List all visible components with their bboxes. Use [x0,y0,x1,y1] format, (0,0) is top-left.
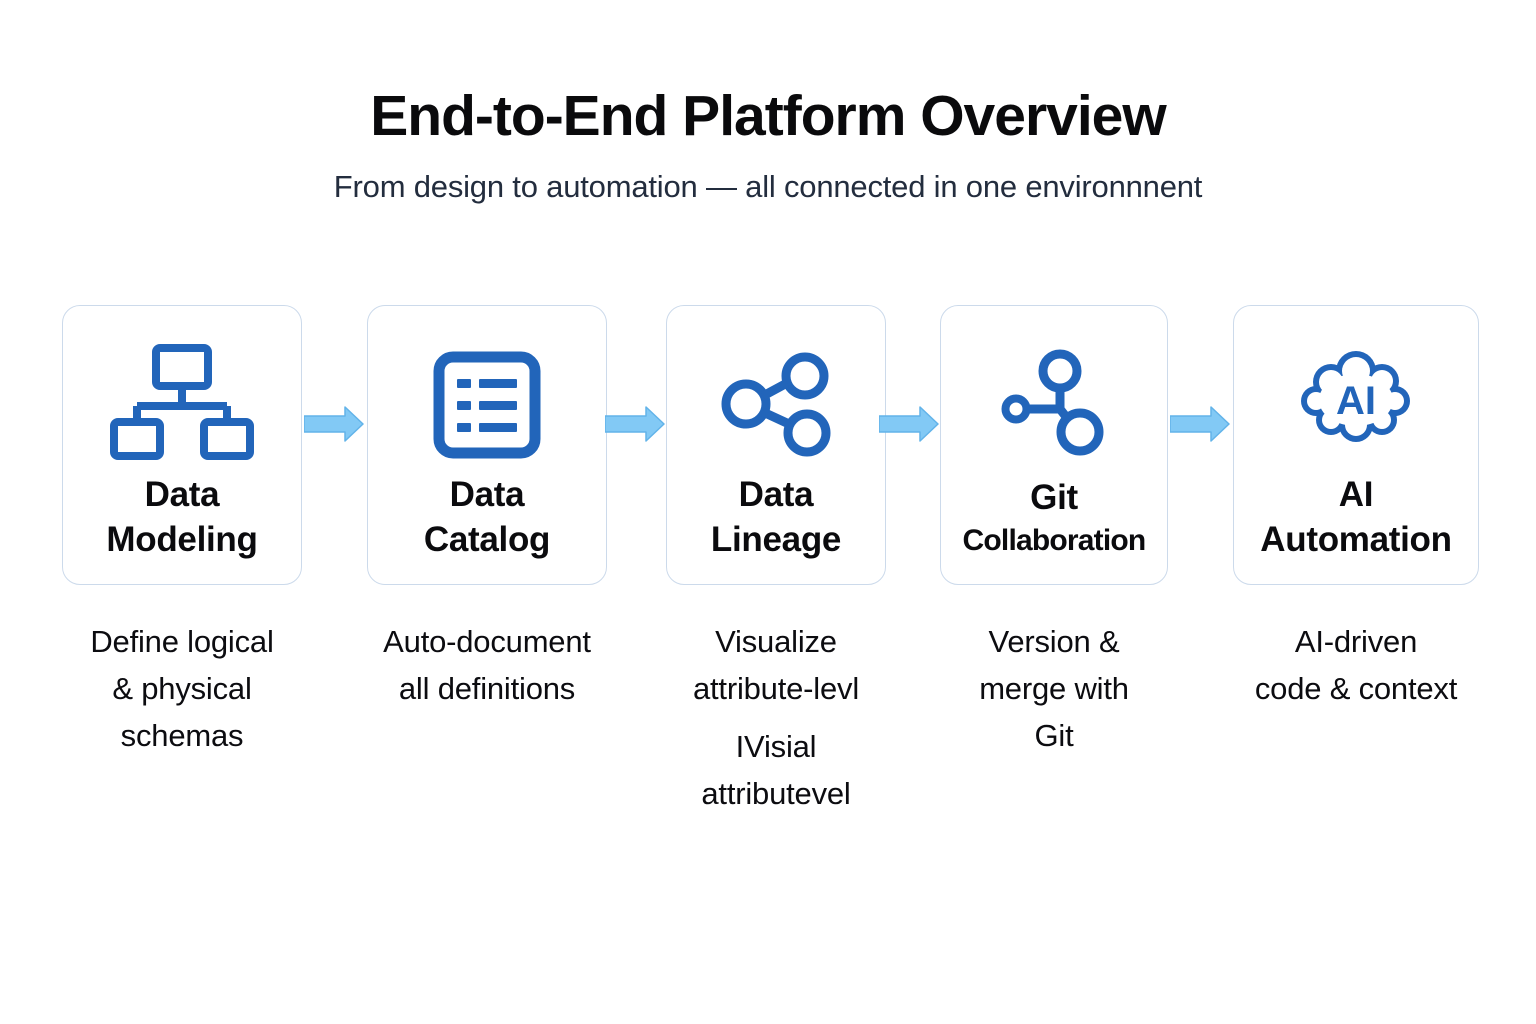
card-title: AI Automation [1234,472,1478,562]
git-branch-icon [941,348,1167,460]
description-line: schemas [120,718,244,753]
list-icon [368,351,606,459]
hierarchy-icon [63,343,301,461]
flow-arrow-icon [878,406,939,442]
card-title-line: Automation [1260,520,1452,559]
description-line: merge with [979,671,1129,706]
card-description: Visualize attribute-levl IVisial attribu… [636,618,916,817]
card-data-catalog: Data Catalog [367,305,607,585]
ai-cloud-icon: AI [1234,340,1478,450]
description-line: Auto-document [383,624,591,659]
card-title-line: Data [144,475,220,514]
flow-arrow-icon [604,406,665,442]
card-description: Define logical & physical schemas [32,618,332,759]
card-title-line: Data [449,475,525,514]
card-title: Git Collaboration [941,475,1167,562]
card-title-line: Data [738,475,814,514]
description-line: AI-driven [1294,624,1418,659]
card-title: Data Catalog [368,472,606,562]
card-title: Data Modeling [63,472,301,562]
card-description: AI-driven code & context [1203,618,1509,712]
description-line: Define logical [90,624,274,659]
description-line: Git [1034,718,1074,753]
card-title-line: Git [1030,478,1078,517]
card-title-line: Collaboration [962,524,1147,557]
share-network-icon [667,352,885,458]
card-description: Version & merge with Git [910,618,1198,759]
card-title-line: AI [1338,475,1374,514]
card-title-line: Catalog [423,520,551,559]
description-line: & physical [112,671,252,706]
card-ai-automation: AI AI Automation [1233,305,1479,585]
card-data-modeling: Data Modeling [62,305,302,585]
cloud-ai-label: AI [1336,379,1376,423]
card-title-line: Modeling [106,520,258,559]
page-subtitle: From design to automation — all connecte… [333,169,1203,204]
card-git-collaboration: Git Collaboration [940,305,1168,585]
card-description: Auto-document all definitions [337,618,637,712]
flow-arrow-icon [303,406,364,442]
card-title: Data Lineage [667,472,885,562]
description-line: code & context [1254,671,1458,706]
description-line: attribute-levl [692,671,860,706]
page-title: End-to-End Platform Overview [370,84,1166,148]
description-line: IVisial [735,729,817,764]
card-data-lineage: Data Lineage [666,305,886,585]
card-title-line: Lineage [710,520,842,559]
flow-arrow-icon [1169,406,1230,442]
description-line: all definitions [398,671,576,706]
description-line: Version & [988,624,1120,659]
description-line: attributevel [701,776,851,811]
description-line: Visualize [715,624,837,659]
